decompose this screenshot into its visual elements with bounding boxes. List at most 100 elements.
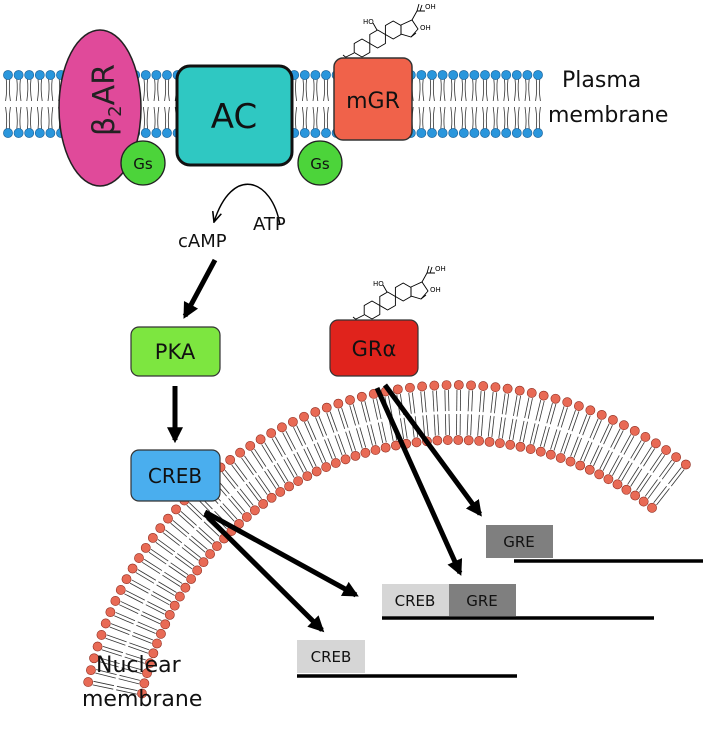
gene-creb-gre: CREB GRE	[382, 584, 654, 618]
creb-factor: CREB	[131, 450, 220, 501]
lipid-head	[116, 585, 125, 594]
mgr-label: mGR	[346, 89, 400, 114]
lipid-head	[418, 382, 427, 391]
lipid-head	[134, 553, 143, 562]
lipid-head	[502, 70, 511, 79]
b2ar-label: β2AR	[87, 64, 126, 136]
gra-to-gre-top-arrow	[385, 385, 480, 514]
gs-protein-left: Gs	[121, 141, 165, 185]
lipid-head	[122, 575, 131, 584]
lipid-head	[161, 620, 170, 629]
lipid-head	[341, 455, 350, 464]
lipid-head	[171, 505, 180, 514]
steroid-oh-label: OH	[425, 3, 436, 11]
lipid-head	[357, 392, 366, 401]
lipid-head	[256, 435, 265, 444]
steroid-oh2-label: OH	[420, 24, 431, 32]
lipid-head	[321, 128, 330, 137]
lipid-head	[585, 465, 594, 474]
lipid-head	[152, 128, 161, 137]
lipid-head	[536, 447, 545, 456]
lipid-head	[300, 70, 309, 79]
lipid-head	[267, 429, 276, 438]
lipid-head	[556, 453, 565, 462]
steroid-oh-label: OH	[435, 265, 446, 273]
lipid-head	[212, 542, 221, 551]
lipid-head	[546, 450, 555, 459]
lipid-head	[459, 128, 468, 137]
lipid-head	[345, 395, 354, 404]
lipid-head	[417, 128, 426, 137]
lipid-head	[267, 493, 276, 502]
plasma-membrane-label-2: membrane	[548, 103, 668, 128]
lipid-head	[46, 128, 55, 137]
gra-receptor: GRα	[330, 320, 418, 376]
plasma-membrane-label-1: Plasma	[562, 68, 641, 93]
lipid-head	[491, 128, 500, 137]
lipid-head	[181, 583, 190, 592]
lipid-head	[433, 436, 442, 445]
lipid-head	[311, 407, 320, 416]
lipid-head	[393, 385, 402, 394]
lipid-head	[495, 439, 504, 448]
lipid-head	[35, 70, 44, 79]
lipid-head	[597, 410, 606, 419]
creb-to-creb-bottom-arrow	[205, 514, 322, 630]
lipid-head	[449, 70, 458, 79]
lipid-head	[381, 443, 390, 452]
lipid-head	[470, 70, 479, 79]
lipid-head	[454, 435, 463, 444]
lipid-head	[175, 592, 184, 601]
lipid-head	[14, 70, 23, 79]
lipid-head	[25, 70, 34, 79]
lipid-head	[619, 421, 628, 430]
lipid-head	[515, 386, 524, 395]
steroid-ho-label: HO	[373, 280, 384, 288]
lipid-head	[162, 70, 171, 79]
lipid-head	[311, 128, 320, 137]
lipid-head	[141, 70, 150, 79]
lipid-head	[566, 457, 575, 466]
lipid-head	[412, 438, 421, 447]
lipid-head	[299, 412, 308, 421]
gs-protein-right: Gs	[298, 141, 342, 185]
gra-to-gre-mid-arrow	[377, 388, 460, 573]
nuclear-membrane-label-1: Nuclear	[96, 653, 182, 678]
lipid-head	[651, 439, 660, 448]
lipid-head	[322, 462, 331, 471]
pka-label: PKA	[155, 340, 196, 364]
lipid-head	[604, 475, 613, 484]
lipid-head	[246, 441, 255, 450]
lipid-head	[205, 549, 214, 558]
lipid-head	[427, 70, 436, 79]
lipid-head	[321, 70, 330, 79]
lipid-head	[163, 514, 172, 523]
mgr-receptor: mGR	[334, 58, 412, 140]
gre-top-label: GRE	[503, 533, 535, 551]
ac-enzyme: AC	[177, 66, 292, 165]
pka-kinase: PKA	[131, 327, 220, 376]
gene-creb-bottom: CREB	[297, 640, 517, 676]
lipid-head	[97, 630, 106, 639]
lipid-head	[475, 436, 484, 445]
lipid-head	[442, 380, 451, 389]
lipid-head	[516, 442, 525, 451]
lipid-head	[226, 455, 235, 464]
lipid-head	[46, 70, 55, 79]
lipid-head	[430, 381, 439, 390]
lipid-head	[303, 472, 312, 481]
lipid-head	[464, 436, 473, 445]
steroid-molecule-icon: HO OH OH	[343, 3, 436, 59]
lipid-head	[527, 388, 536, 397]
lipid-head	[106, 608, 115, 617]
lipid-head	[595, 470, 604, 479]
nuclear-membrane-label-2: membrane	[82, 687, 202, 712]
lipid-head	[427, 128, 436, 137]
gre-mid-label: GRE	[466, 592, 498, 610]
gs-left-label: Gs	[133, 155, 153, 173]
lipid-head	[187, 574, 196, 583]
lipid-head	[533, 70, 542, 79]
lipid-head	[613, 480, 622, 489]
lipid-head	[152, 639, 161, 648]
lipid-head	[631, 491, 640, 500]
